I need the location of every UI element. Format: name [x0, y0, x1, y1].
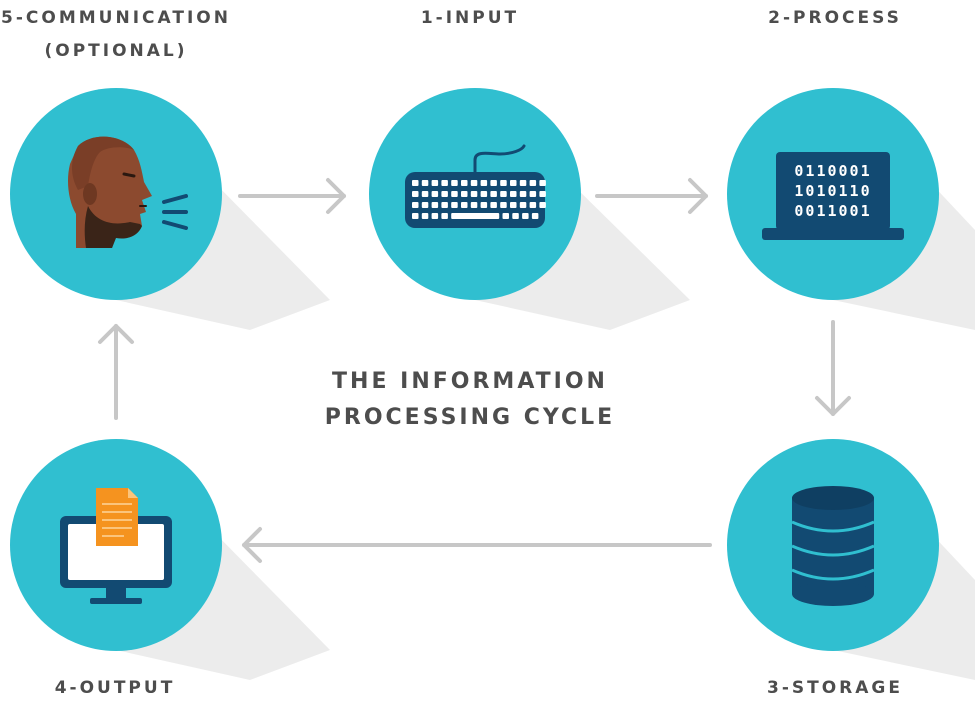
shadow-communication: [116, 90, 330, 330]
keyboard-key: [529, 191, 537, 197]
keyboard-key: [510, 180, 517, 186]
database-icon: [791, 486, 875, 606]
step-label-output: 4-OUTPUT: [54, 678, 176, 698]
speaking-person-icon: [68, 136, 188, 248]
keyboard-key: [519, 191, 527, 197]
step-label-communication-line2: (OPTIONAL): [44, 41, 188, 61]
keyboard-key: [421, 180, 429, 186]
keyboard-key: [421, 213, 429, 219]
step-label-communication: 5-COMMUNICATION (OPTIONAL): [0, 8, 232, 61]
diagram-title-line2: PROCESSING CYCLE: [324, 405, 616, 430]
keyboard-key: [510, 191, 517, 197]
diagram-title: THE INFORMATION PROCESSING CYCLE: [300, 364, 640, 436]
keyboard-icon: [405, 144, 546, 228]
keyboard-key: [461, 191, 468, 197]
keyboard-key: [431, 202, 439, 208]
arrow-input-to-process: [595, 178, 708, 214]
keyboard-key: [531, 213, 539, 219]
arrow-process-to-storage: [815, 320, 851, 416]
monitor-document-icon: [60, 488, 172, 604]
keyboard-key: [490, 191, 497, 197]
keyboard-key: [412, 213, 419, 219]
keyboard-key: [480, 202, 488, 208]
step-label-storage: 3-STORAGE: [767, 678, 903, 698]
keyboard-key: [451, 180, 458, 186]
shadow-output: [116, 440, 330, 680]
keyboard-key: [512, 213, 519, 219]
keyboard-key: [412, 202, 419, 208]
keyboard-key: [539, 180, 546, 186]
diagram-title-line1: THE INFORMATION: [332, 369, 608, 394]
circle-process: [727, 88, 939, 300]
binary-row-3: 0011001: [794, 202, 871, 220]
keyboard-key: [441, 180, 448, 186]
keyboard-key: [519, 202, 527, 208]
keyboard-key: [461, 202, 468, 208]
keyboard-key: [529, 180, 537, 186]
arrow-output-to-communication: [98, 324, 134, 420]
keyboard-key: [421, 202, 429, 208]
keyboard-key: [461, 180, 468, 186]
keyboard-key: [470, 202, 478, 208]
arrow-communication-to-input: [238, 178, 346, 214]
keyboard-key: [480, 191, 488, 197]
circle-input: [369, 88, 581, 300]
shadow-process: [833, 90, 975, 330]
keyboard-spacebar: [451, 213, 500, 219]
circle-storage: [727, 439, 939, 651]
keyboard-key: [500, 191, 507, 197]
keyboard-key: [500, 180, 507, 186]
keyboard-key: [510, 202, 517, 208]
keyboard-key: [431, 191, 439, 197]
shadow-storage: [833, 440, 975, 680]
keyboard-key: [431, 180, 439, 186]
keyboard-key: [522, 213, 529, 219]
keyboard-key: [500, 202, 507, 208]
keyboard-key: [441, 213, 448, 219]
keyboard-key: [490, 180, 497, 186]
keyboard-key: [451, 202, 458, 208]
step-label-input: 1-INPUT: [420, 8, 520, 28]
circle-output: [10, 439, 222, 651]
shadow-input: [475, 90, 690, 330]
keyboard-key: [470, 180, 478, 186]
keyboard-key: [529, 202, 537, 208]
laptop-binary-icon: 0110001 1010110 0011001: [762, 152, 904, 240]
keyboard-key: [441, 191, 448, 197]
keyboard-key: [451, 191, 458, 197]
step-label-communication-line1: 5-COMMUNICATION: [1, 8, 231, 28]
arrow-storage-to-output: [242, 527, 712, 563]
keyboard-key: [519, 180, 527, 186]
binary-row-2: 1010110: [794, 182, 871, 200]
keyboard-key: [470, 191, 478, 197]
keyboard-key: [539, 191, 546, 197]
circle-communication: [10, 88, 222, 300]
keyboard-key: [441, 202, 448, 208]
binary-row-1: 0110001: [794, 162, 871, 180]
keyboard-key: [539, 202, 546, 208]
keyboard-key: [480, 180, 488, 186]
step-label-process: 2-PROCESS: [768, 8, 902, 28]
keyboard-key: [421, 191, 429, 197]
keyboard-key: [502, 213, 509, 219]
keyboard-key: [490, 202, 497, 208]
keyboard-key: [412, 191, 419, 197]
keyboard-key: [431, 213, 439, 219]
keyboard-key: [412, 180, 419, 186]
